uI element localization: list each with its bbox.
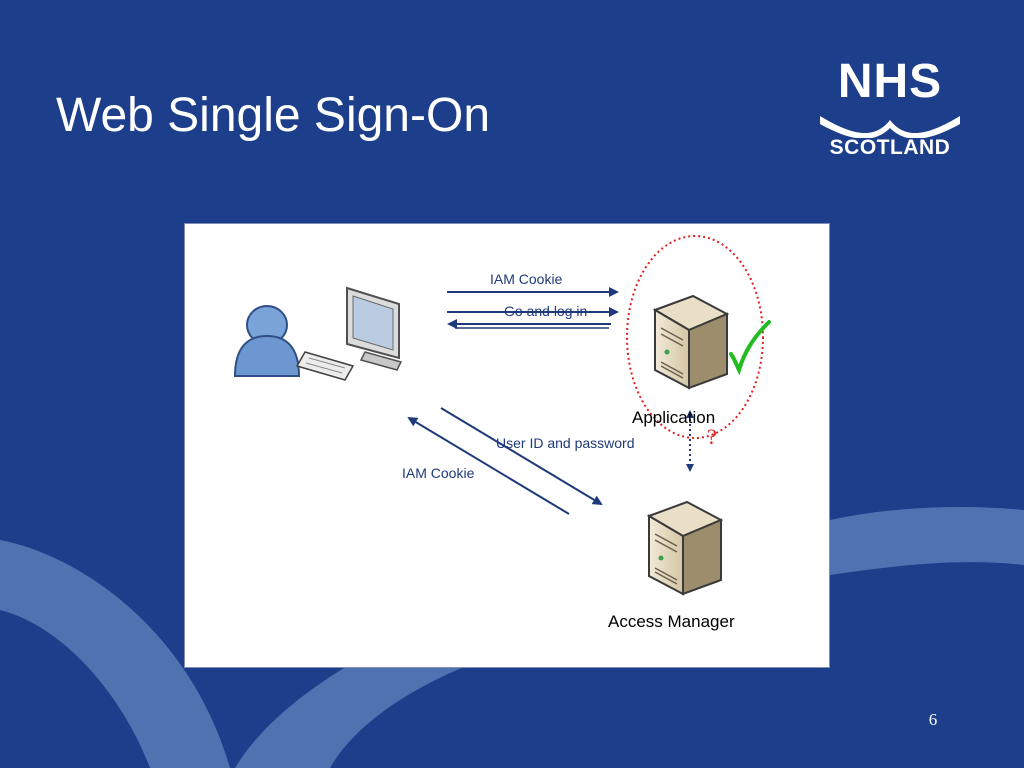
application-highlight-circle [626, 235, 764, 439]
saltire-wave-icon [820, 116, 960, 138]
diagram-canvas [233, 235, 771, 596]
workstation-icon [295, 286, 403, 381]
checkmark-icon [729, 320, 771, 376]
nhs-scotland-logo: NHS SCOTLAND [808, 56, 972, 168]
user-icon [233, 305, 301, 377]
slide-title: Web Single Sign-On [56, 89, 491, 142]
msg-iam-cookie-top: IAM Cookie [490, 271, 563, 287]
access-manager-label: Access Manager [608, 612, 735, 631]
application-server-icon [652, 294, 730, 390]
application-label: Application [632, 408, 716, 427]
logo-scotland-text: SCOTLAND [829, 136, 951, 159]
diagram-panel: IAM Cookie Go and log in Application ? U… [184, 223, 830, 668]
arrow-credentials-to-access-manager [440, 407, 603, 506]
page-number: 6 [928, 710, 938, 729]
logo-nhs-text: NHS [837, 55, 943, 108]
msg-iam-cookie-bottom: IAM Cookie [402, 465, 475, 481]
access-manager-server-icon [646, 500, 724, 596]
msg-user-id-password: User ID and password [496, 435, 635, 451]
question-mark: ? [707, 424, 717, 449]
arrow-iam-cookie-to-user [407, 416, 570, 515]
msg-go-and-log-in: Go and log in [504, 303, 588, 319]
